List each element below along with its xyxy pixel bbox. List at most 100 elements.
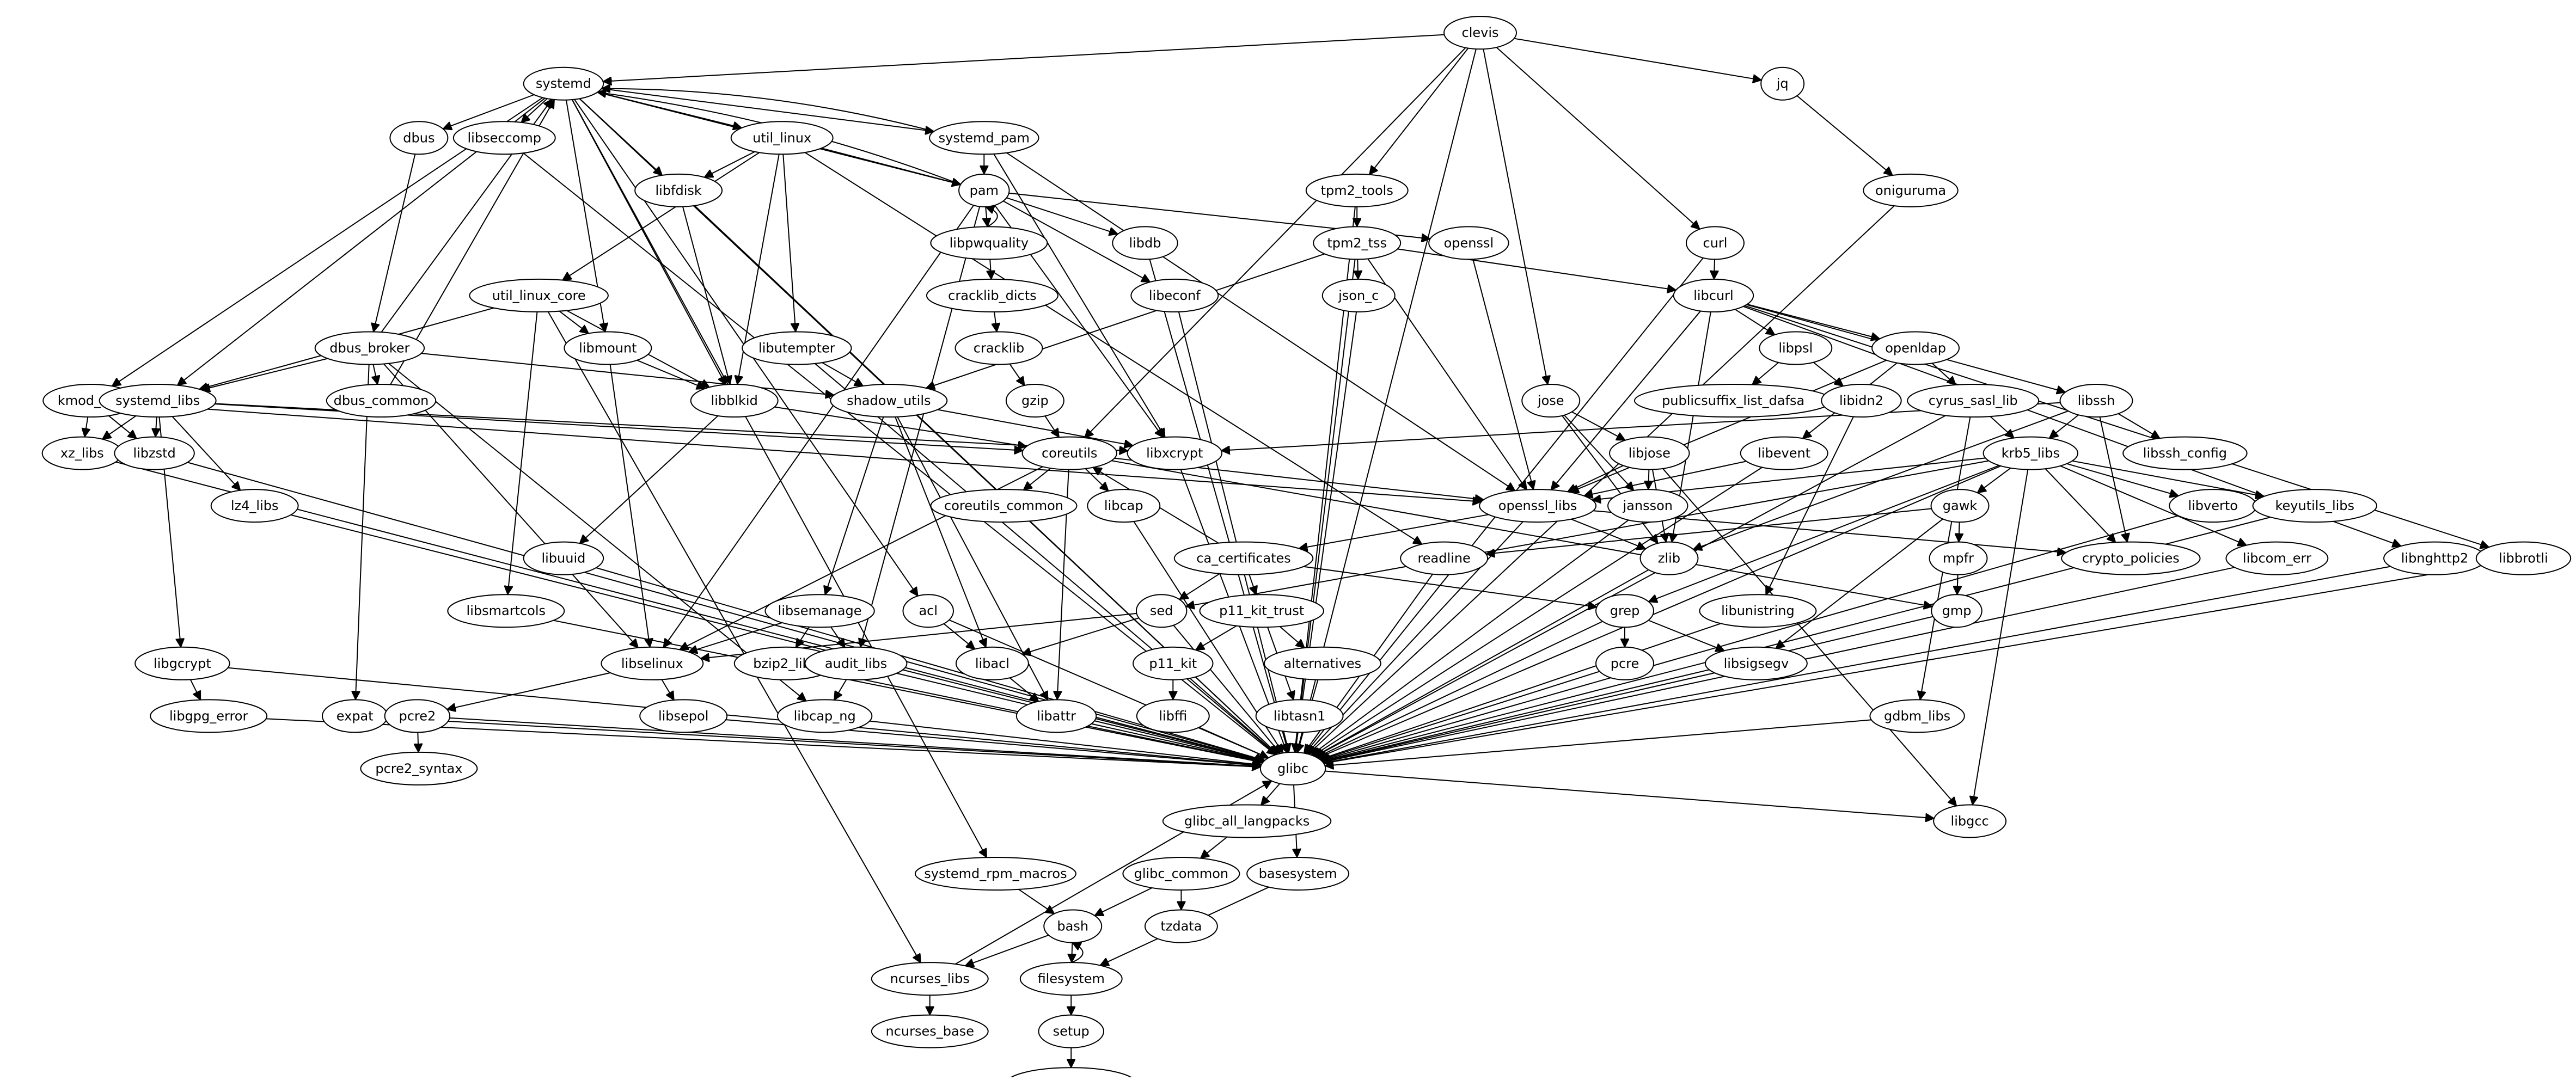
node-oniguruma[interactable]: oniguruma (1863, 173, 1959, 207)
node-ellipse[interactable] (1015, 699, 1097, 733)
node-ellipse[interactable] (930, 489, 1078, 523)
node-util_linux[interactable]: util_linux (730, 121, 834, 155)
node-libnghttp2[interactable]: libnghttp2 (2383, 541, 2487, 575)
node-libmount[interactable]: libmount (564, 331, 652, 365)
node-ellipse[interactable] (1255, 699, 1344, 733)
node-libselinux[interactable]: libselinux (601, 646, 704, 680)
node-json_c[interactable]: json_c (1321, 278, 1396, 312)
node-acl[interactable]: acl (902, 594, 954, 628)
node-glibc[interactable]: glibc (1259, 751, 1326, 786)
node-libidn2[interactable]: libidn2 (1821, 384, 1902, 418)
node-ellipse[interactable] (1740, 436, 1828, 470)
node-libgcc[interactable]: libgcc (1933, 804, 2007, 838)
node-libxcrypt[interactable]: libxcrypt (1127, 436, 1223, 470)
node-pcre[interactable]: pcre (1595, 646, 1655, 680)
node-filesystem[interactable]: filesystem (1019, 962, 1123, 996)
node-ellipse[interactable] (601, 646, 704, 680)
node-ellipse[interactable] (954, 331, 1043, 365)
node-ellipse[interactable] (902, 594, 954, 628)
node-gmp[interactable]: gmp (1931, 594, 1983, 628)
node-ellipse[interactable] (930, 226, 1048, 260)
node-libssh[interactable]: libssh (2059, 384, 2133, 418)
node-keyutils_libs[interactable]: keyutils_libs (2252, 489, 2378, 523)
node-ellipse[interactable] (1321, 278, 1396, 312)
node-ellipse[interactable] (1135, 594, 1188, 628)
node-pcre2[interactable]: pcre2 (384, 699, 451, 733)
node-libattr[interactable]: libattr (1015, 699, 1097, 733)
node-ellipse[interactable] (1759, 331, 1833, 365)
node-p11_kit_trust[interactable]: p11_kit_trust (1199, 594, 1324, 628)
node-ellipse[interactable] (1863, 173, 1959, 207)
node-ellipse[interactable] (1871, 331, 1960, 365)
node-ellipse[interactable] (389, 121, 449, 155)
node-gzip[interactable]: gzip (1005, 384, 1064, 418)
node-dbus_broker[interactable]: dbus_broker (314, 331, 425, 365)
node-ellipse[interactable] (134, 646, 230, 680)
node-publicsuffix_list_dafsa[interactable]: publicsuffix_list_dafsa (1633, 384, 1833, 418)
node-sed[interactable]: sed (1135, 594, 1188, 628)
node-ellipse[interactable] (1869, 699, 1965, 733)
node-ellipse[interactable] (384, 699, 451, 733)
node-ellipse[interactable] (1130, 278, 1219, 312)
node-libcom_err[interactable]: libcom_err (2225, 541, 2329, 575)
node-pam[interactable]: pam (958, 173, 1010, 207)
node-ellipse[interactable] (1127, 436, 1223, 470)
node-grep[interactable]: grep (1595, 594, 1655, 628)
node-ellipse[interactable] (1704, 646, 1808, 680)
node-ellipse[interactable] (1400, 541, 1489, 575)
node-ellipse[interactable] (1930, 489, 1990, 523)
node-libtasn1[interactable]: libtasn1 (1255, 699, 1344, 733)
node-ellipse[interactable] (150, 699, 268, 733)
node-ellipse[interactable] (1144, 909, 1218, 943)
node-glibc_common[interactable]: glibc_common (1122, 856, 1240, 891)
node-libgcrypt[interactable]: libgcrypt (134, 646, 230, 680)
node-ellipse[interactable] (114, 436, 195, 470)
node-ellipse[interactable] (2122, 436, 2248, 470)
node-ellipse[interactable] (210, 489, 299, 523)
node-ellipse[interactable] (804, 646, 908, 680)
node-p11_kit[interactable]: p11_kit (1133, 646, 1214, 680)
node-ellipse[interactable] (1673, 278, 1754, 312)
node-libzstd[interactable]: libzstd (114, 436, 195, 470)
node-tzdata[interactable]: tzdata (1144, 909, 1218, 943)
node-ellipse[interactable] (1021, 436, 1117, 470)
node-ellipse[interactable] (1685, 226, 1745, 260)
node-zlib[interactable]: zlib (1639, 541, 1699, 575)
node-libsepol[interactable]: libsepol (639, 699, 728, 733)
node-ellipse[interactable] (1259, 751, 1326, 786)
node-ellipse[interactable] (1907, 384, 2040, 418)
node-ellipse[interactable] (830, 384, 948, 418)
node-ellipse[interactable] (1263, 646, 1381, 680)
node-systemd[interactable]: systemd (523, 66, 604, 101)
node-ellipse[interactable] (523, 541, 604, 575)
node-libcurl[interactable]: libcurl (1673, 278, 1754, 312)
node-libunistring[interactable]: libunistring (1699, 594, 1817, 628)
node-ellipse[interactable] (1019, 962, 1123, 996)
node-ellipse[interactable] (1595, 646, 1655, 680)
node-ncurses_libs[interactable]: ncurses_libs (871, 962, 989, 996)
node-ellipse[interactable] (926, 278, 1058, 312)
node-tpm2_tools[interactable]: tpm2_tools (1305, 173, 1409, 207)
node-ellipse[interactable] (958, 173, 1010, 207)
node-ellipse[interactable] (764, 594, 875, 628)
node-tpm2_tss[interactable]: tpm2_tss (1313, 226, 1402, 260)
node-libacl[interactable]: libacl (955, 646, 1029, 680)
node-mpfr[interactable]: mpfr (1929, 541, 1988, 575)
node-cracklib_dicts[interactable]: cracklib_dicts (926, 278, 1058, 312)
node-ellipse[interactable] (326, 384, 437, 418)
node-ellipse[interactable] (314, 331, 425, 365)
node-ca_certificates[interactable]: ca_certificates (1173, 541, 1314, 575)
node-ellipse[interactable] (360, 751, 478, 786)
node-ellipse[interactable] (1246, 856, 1350, 891)
node-dbus[interactable]: dbus (389, 121, 449, 155)
node-ellipse[interactable] (469, 278, 609, 312)
node-expat[interactable]: expat (321, 699, 388, 733)
node-ellipse[interactable] (452, 121, 556, 155)
node-curl[interactable]: curl (1685, 226, 1745, 260)
node-cracklib[interactable]: cracklib (954, 331, 1043, 365)
node-ellipse[interactable] (871, 1014, 989, 1048)
node-libuuid[interactable]: libuuid (523, 541, 604, 575)
node-ellipse[interactable] (564, 331, 652, 365)
node-cyrus_sasl_lib[interactable]: cyrus_sasl_lib (1907, 384, 2040, 418)
node-ellipse[interactable] (1305, 173, 1409, 207)
